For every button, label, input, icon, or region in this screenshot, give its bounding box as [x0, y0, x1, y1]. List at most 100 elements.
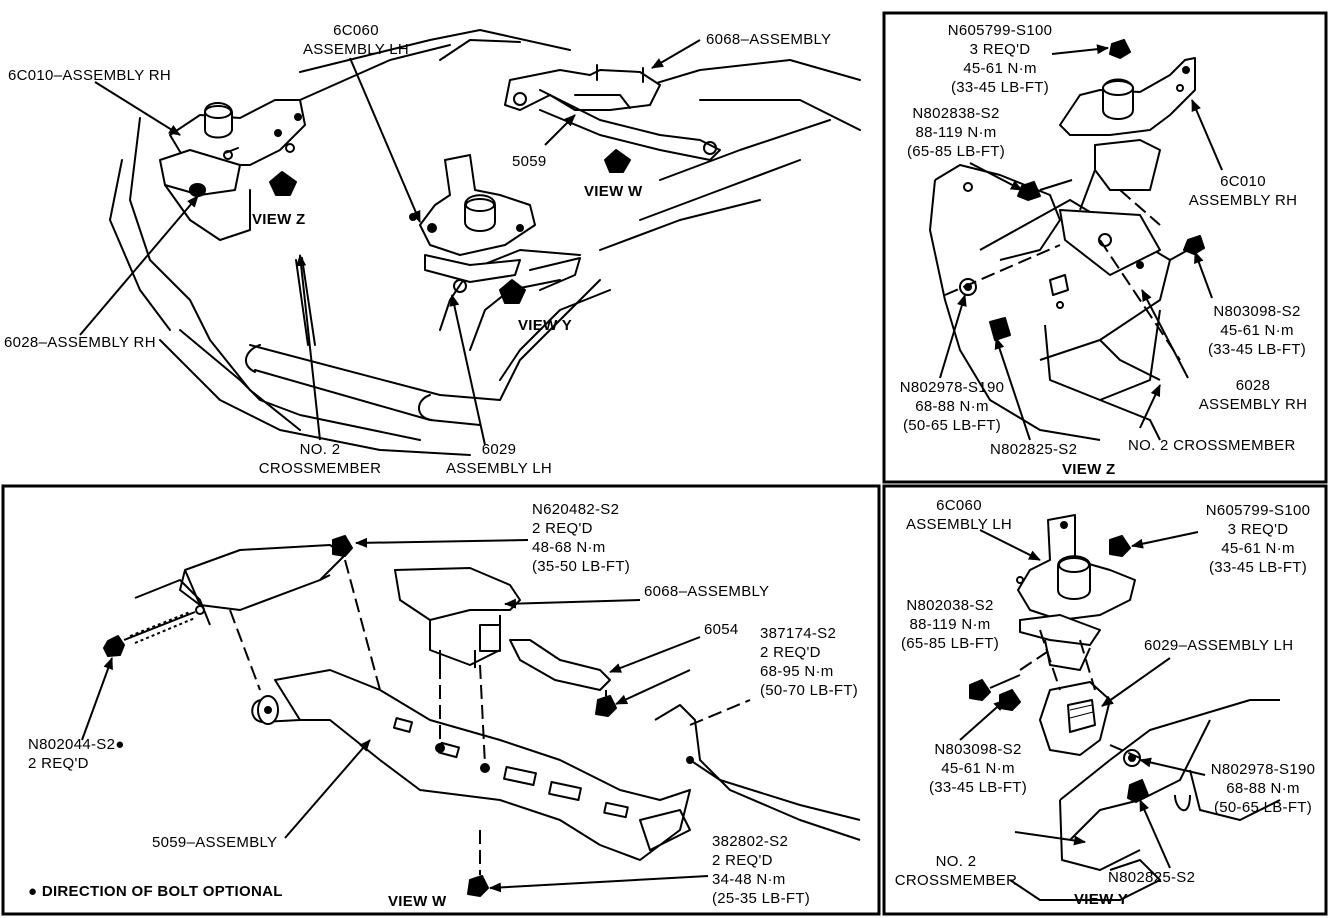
- y-n803098-nm: 45-61 N·m: [941, 760, 1015, 777]
- label-6c060-line2: ASSEMBLY LH: [302, 41, 410, 58]
- label-no2-crossmember: NO. 2 CROSSMEMBER: [250, 440, 390, 478]
- label-view-z-ref: VIEW Z: [252, 211, 306, 228]
- w-n620482-lbft: (35-50 LB-FT): [532, 558, 631, 575]
- w-387174-nm: 68-95 N·m: [760, 663, 834, 680]
- z-6028-line1: 6028: [1235, 377, 1271, 394]
- view-z-arrows: [939, 44, 1223, 441]
- z-6c010-line2: ASSEMBLY RH: [1188, 192, 1298, 209]
- z-n605799-qty: 3 REQ'D: [969, 41, 1031, 58]
- y-n605799-qty: 3 REQ'D: [1227, 521, 1289, 538]
- label-z-n802825: N802825-S2: [990, 441, 1078, 458]
- y-n605799-pn: N605799-S100: [1205, 502, 1311, 519]
- y-n605799-nm: 45-61 N·m: [1221, 540, 1295, 557]
- label-y-6029-assembly-lh: 6029–ASSEMBLY LH: [1144, 637, 1294, 654]
- view-w-art: [103, 535, 861, 897]
- label-6c010-assembly-rh: 6C010–ASSEMBLY RH: [8, 67, 171, 84]
- label-6029-line2: ASSEMBLY LH: [445, 460, 553, 477]
- label-6029-line1: 6029: [481, 441, 517, 458]
- y-n803098-lbft: (33-45 LB-FT): [928, 779, 1028, 796]
- z-n803098-lbft: (33-45 LB-FT): [1207, 341, 1307, 358]
- label-y-n802038: N802038-S2 88-119 N·m (65-85 LB-FT): [888, 596, 1012, 653]
- label-z-n802838: N802838-S2 88-119 N·m (65-85 LB-FT): [892, 104, 1020, 161]
- y-n605799-lbft: (33-45 LB-FT): [1208, 559, 1308, 576]
- label-6028-assembly-rh: 6028–ASSEMBLY RH: [4, 334, 156, 351]
- z-n605799-lbft: (33-45 LB-FT): [950, 79, 1050, 96]
- w-n620482-qty: 2 REQ'D: [532, 520, 593, 537]
- view-w-border: [1, 484, 881, 916]
- view-y-arrows: [959, 529, 1206, 869]
- z-6028-line2: ASSEMBLY RH: [1198, 396, 1308, 413]
- w-382802-qty: 2 REQ'D: [712, 852, 773, 869]
- label-w-n620482: N620482-S2 2 REQ'D 48-68 N·m (35-50 LB-F…: [532, 500, 630, 576]
- view-w-arrows: [81, 537, 709, 893]
- view-w-title: VIEW W: [388, 893, 447, 910]
- label-w-n802044: N802044-S2● 2 REQ'D: [28, 735, 125, 773]
- main-overview-art: [109, 29, 861, 456]
- label-y-6c060: 6C060 ASSEMBLY LH: [904, 496, 1014, 534]
- y-n802978-pn: N802978-S190: [1210, 761, 1316, 778]
- z-n803098-pn: N803098-S2: [1213, 303, 1301, 320]
- label-w-5059-assembly: 5059–ASSEMBLY: [152, 834, 278, 851]
- z-n605799-pn: N605799-S100: [947, 22, 1053, 39]
- label-6c060-line1: 6C060: [333, 22, 379, 39]
- label-w-bolt-direction-note: ● DIRECTION OF BOLT OPTIONAL: [28, 883, 283, 900]
- z-n605799-nm: 45-61 N·m: [963, 60, 1037, 77]
- label-z-n605799: N605799-S100 3 REQ'D 45-61 N·m (33-45 LB…: [930, 21, 1070, 97]
- y-n803098-pn: N803098-S2: [934, 741, 1022, 758]
- label-view-w-ref: VIEW W: [584, 183, 643, 200]
- y-n802978-nm: 68-88 N·m: [1226, 780, 1300, 797]
- w-n802044-qty: 2 REQ'D: [28, 755, 89, 772]
- label-6068-assembly: 6068–ASSEMBLY: [706, 31, 832, 48]
- z-n803098-nm: 45-61 N·m: [1220, 322, 1294, 339]
- label-y-n605799: N605799-S100 3 REQ'D 45-61 N·m (33-45 LB…: [1196, 501, 1320, 577]
- z-n802838-lbft: (65-85 LB-FT): [906, 143, 1006, 160]
- w-382802-pn: 382802-S2: [712, 833, 789, 850]
- z-n802838-pn: N802838-S2: [912, 105, 1000, 122]
- label-y-no2-crossmember: NO. 2 CROSSMEMBER: [888, 852, 1024, 890]
- label-w-6068-assembly: 6068–ASSEMBLY: [644, 583, 770, 600]
- label-6c060-assembly-lh: 6C060 ASSEMBLY LH: [296, 21, 416, 59]
- z-n802978-pn: N802978-S190: [899, 379, 1005, 396]
- label-w-6054: 6054: [704, 621, 739, 638]
- label-z-n802978: N802978-S190 68-88 N·m (50-65 LB-FT): [888, 378, 1016, 435]
- label-view-y-ref: VIEW Y: [518, 317, 573, 334]
- z-n802978-nm: 68-88 N·m: [915, 398, 989, 415]
- label-5059: 5059: [512, 153, 547, 170]
- label-6029-assembly-lh: 6029 ASSEMBLY LH: [438, 440, 560, 478]
- label-z-n803098: N803098-S2 45-61 N·m (33-45 LB-FT): [1198, 302, 1316, 359]
- label-z-6c010: 6C010 ASSEMBLY RH: [1178, 172, 1308, 210]
- label-z-6028: 6028 ASSEMBLY RH: [1190, 376, 1316, 414]
- view-z-border: [882, 11, 1328, 484]
- y-no2-line1: NO. 2: [935, 853, 977, 870]
- w-387174-qty: 2 REQ'D: [760, 644, 821, 661]
- label-w-387174: 387174-S2 2 REQ'D 68-95 N·m (50-70 LB-FT…: [760, 624, 858, 700]
- w-382802-nm: 34-48 N·m: [712, 871, 786, 888]
- y-n802038-lbft: (65-85 LB-FT): [900, 635, 1000, 652]
- label-y-n802978: N802978-S190 68-88 N·m (50-65 LB-FT): [1204, 760, 1322, 817]
- z-n802978-lbft: (50-65 LB-FT): [902, 417, 1002, 434]
- y-6c060-line2: ASSEMBLY LH: [905, 516, 1013, 533]
- w-382802-lbft: (25-35 LB-FT): [712, 890, 811, 907]
- w-n620482-nm: 48-68 N·m: [532, 539, 606, 556]
- view-z-art: [929, 39, 1205, 441]
- y-6c060-line1: 6C060: [936, 497, 982, 514]
- label-y-n803098: N803098-S2 45-61 N·m (33-45 LB-FT): [920, 740, 1036, 797]
- y-n802978-lbft: (50-65 LB-FT): [1213, 799, 1313, 816]
- view-y-art: [969, 514, 1281, 901]
- y-no2-line2: CROSSMEMBER: [894, 872, 1018, 889]
- view-y-border: [882, 484, 1328, 916]
- w-n802044-pn: N802044-S2●: [28, 736, 125, 753]
- y-n802038-pn: N802038-S2: [906, 597, 994, 614]
- z-6c010-line1: 6C010: [1220, 173, 1266, 190]
- label-w-382802: 382802-S2 2 REQ'D 34-48 N·m (25-35 LB-FT…: [712, 832, 810, 908]
- y-n802038-nm: 88-119 N·m: [909, 616, 991, 633]
- view-z-title: VIEW Z: [1062, 461, 1116, 478]
- w-n620482-pn: N620482-S2: [532, 501, 620, 518]
- w-387174-pn: 387174-S2: [760, 625, 837, 642]
- label-no2-line1: NO. 2: [299, 441, 341, 458]
- main-leader-arrows: [79, 39, 701, 446]
- label-y-n802825: N802825-S2: [1108, 869, 1196, 886]
- w-387174-lbft: (50-70 LB-FT): [760, 682, 859, 699]
- label-z-no2-crossmember: NO. 2 CROSSMEMBER: [1128, 437, 1296, 454]
- label-no2-line2: CROSSMEMBER: [258, 460, 382, 477]
